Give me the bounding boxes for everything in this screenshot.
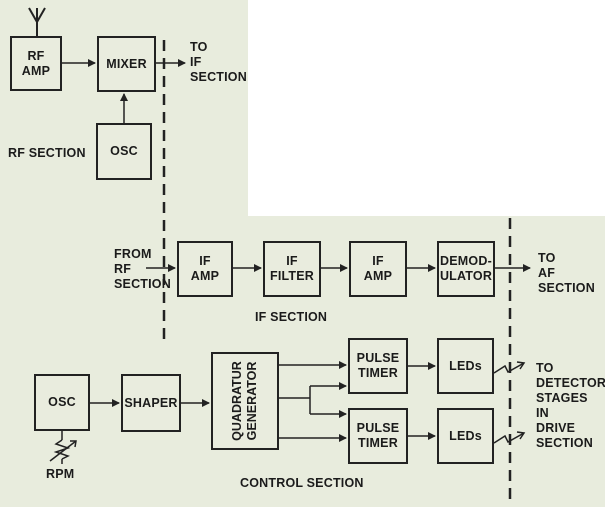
rf-section-label: RF SECTION: [8, 146, 86, 160]
rf-amp-block: RF AMP: [10, 36, 62, 91]
light-arrow-icon: [493, 431, 526, 444]
from-rf-section-label: FROM RF SECTION: [114, 247, 171, 291]
if-filter-block: IF FILTER: [263, 241, 321, 297]
variable-resistor-icon: [49, 431, 77, 464]
to-if-section-label: TO IF SECTION: [190, 40, 247, 84]
to-detector-label: TO DETECTOR STAGES IN DRIVE SECTION: [536, 361, 605, 450]
leds-2-block: LEDs: [437, 408, 494, 464]
blank-area: [248, 0, 605, 216]
rpm-label: RPM: [46, 467, 75, 481]
osc-rf-block: OSC: [96, 123, 152, 180]
mixer-block: MIXER: [97, 36, 156, 92]
quadrature-generator-block: QUADRATUR GENERATOR: [211, 352, 279, 450]
antenna-icon: [28, 7, 46, 36]
if-amp-2-block: IF AMP: [349, 241, 407, 297]
if-amp-block: IF AMP: [177, 241, 233, 297]
leds-1-block: LEDs: [437, 338, 494, 394]
to-af-section-label: TO AF SECTION: [538, 251, 595, 295]
if-section-label: IF SECTION: [255, 310, 328, 324]
demodulator-block: DEMOD- ULATOR: [437, 241, 495, 297]
pulse-timer-2-block: PULSE TIMER: [348, 408, 408, 464]
quadrature-generator-label: QUADRATUR GENERATOR: [230, 361, 259, 441]
light-arrow-icon: [493, 361, 526, 374]
control-section-label: CONTROL SECTION: [240, 476, 364, 490]
osc-control-block: OSC: [34, 374, 90, 431]
shaper-block: SHAPER: [121, 374, 181, 432]
pulse-timer-1-block: PULSE TIMER: [348, 338, 408, 394]
